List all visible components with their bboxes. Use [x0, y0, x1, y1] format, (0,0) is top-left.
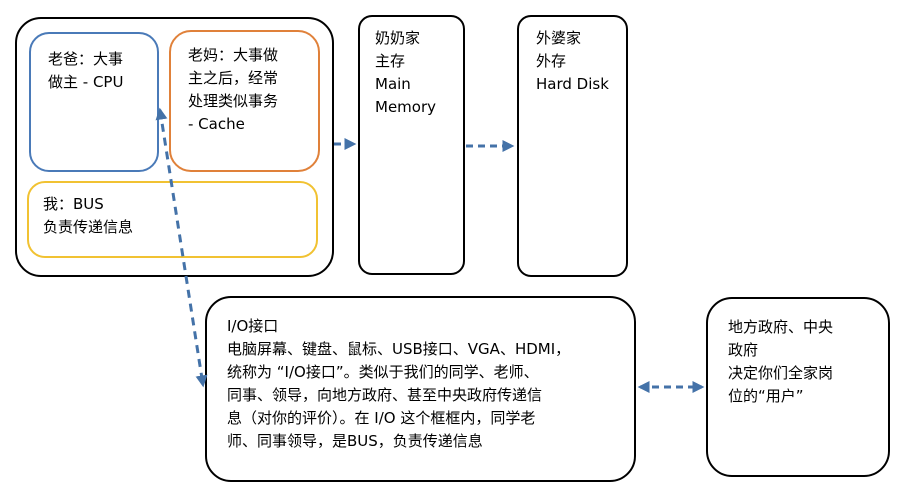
memory-label: 奶奶家 主存 Main Memory [375, 29, 437, 116]
memory-node: 奶奶家 主存 Main Memory [358, 15, 465, 275]
disk-label: 外婆家 外存 Hard Disk [536, 29, 609, 93]
io-node: I/O接口 电脑屏幕、键盘、鼠标、USB接口、VGA、HDMI， 统称为 “I/… [205, 296, 636, 482]
government-label: 地方政府、中央 政府 决定你们全家岗 位的“用户” [728, 318, 834, 405]
cache-label: 老妈：大事做 主之后，经常 处理类似事务 - Cache [188, 46, 279, 133]
arrow-computer-io [155, 107, 208, 388]
cpu-label: 老爸：大事 做主 - CPU [48, 50, 124, 91]
cpu-node: 老爸：大事 做主 - CPU [29, 32, 159, 172]
disk-node: 外婆家 外存 Hard Disk [517, 15, 628, 277]
bus-label: 我：BUS 负责传递信息 [43, 195, 134, 236]
government-node: 地方政府、中央 政府 决定你们全家岗 位的“用户” [706, 297, 890, 477]
io-label: I/O接口 电脑屏幕、键盘、鼠标、USB接口、VGA、HDMI， 统称为 “I/… [227, 317, 571, 450]
